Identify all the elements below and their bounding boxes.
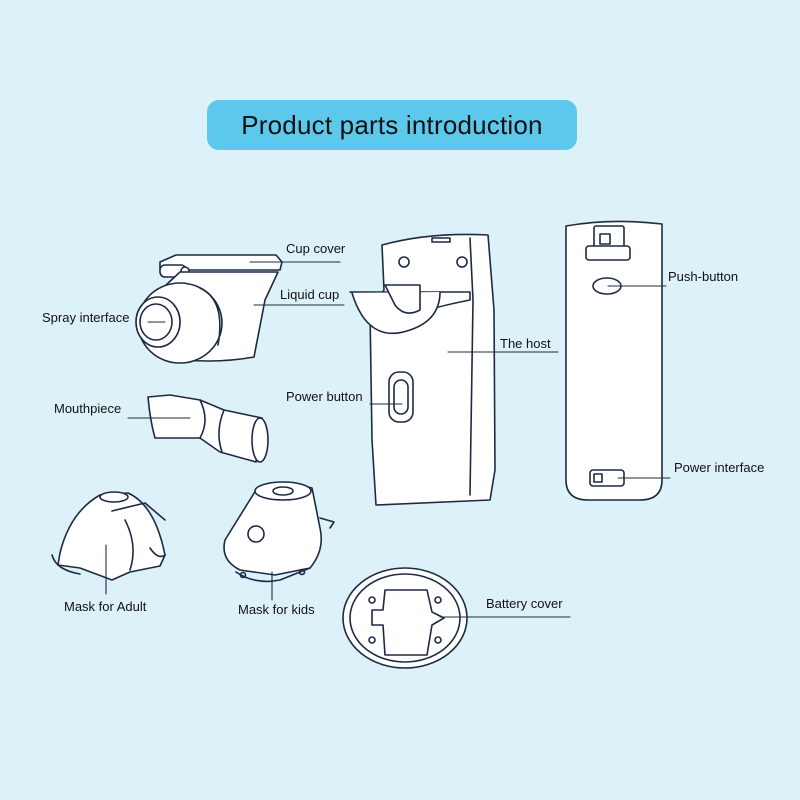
leader-lines [105,261,671,618]
host-drawing [349,233,496,506]
label-mouthpiece: Mouthpiece [54,401,122,416]
host-back-drawing [565,220,663,501]
label-cup-cover: Cup cover [286,241,346,256]
label-push-button: Push-button [668,269,739,284]
battery-cover-drawing [342,567,468,669]
page-title: Product parts introduction [241,109,543,140]
label-mask-kids: Mask for kids [238,602,315,617]
label-power-interface: Power interface [674,460,765,475]
kids-mask-drawing [223,481,335,583]
mouthpiece-drawing [147,394,269,463]
title-banner: Product parts introduction [207,100,577,150]
label-battery-cover: Battery cover [486,596,563,611]
label-power-button: Power button [286,389,363,404]
label-mask-adult: Mask for Adult [64,599,147,614]
label-liquid-cup: Liquid cup [280,287,340,302]
adult-mask-drawing [51,491,166,581]
cup-assembly-drawing [135,254,283,364]
label-spray-interface: Spray interface [42,310,130,325]
label-the-host: The host [500,336,551,351]
